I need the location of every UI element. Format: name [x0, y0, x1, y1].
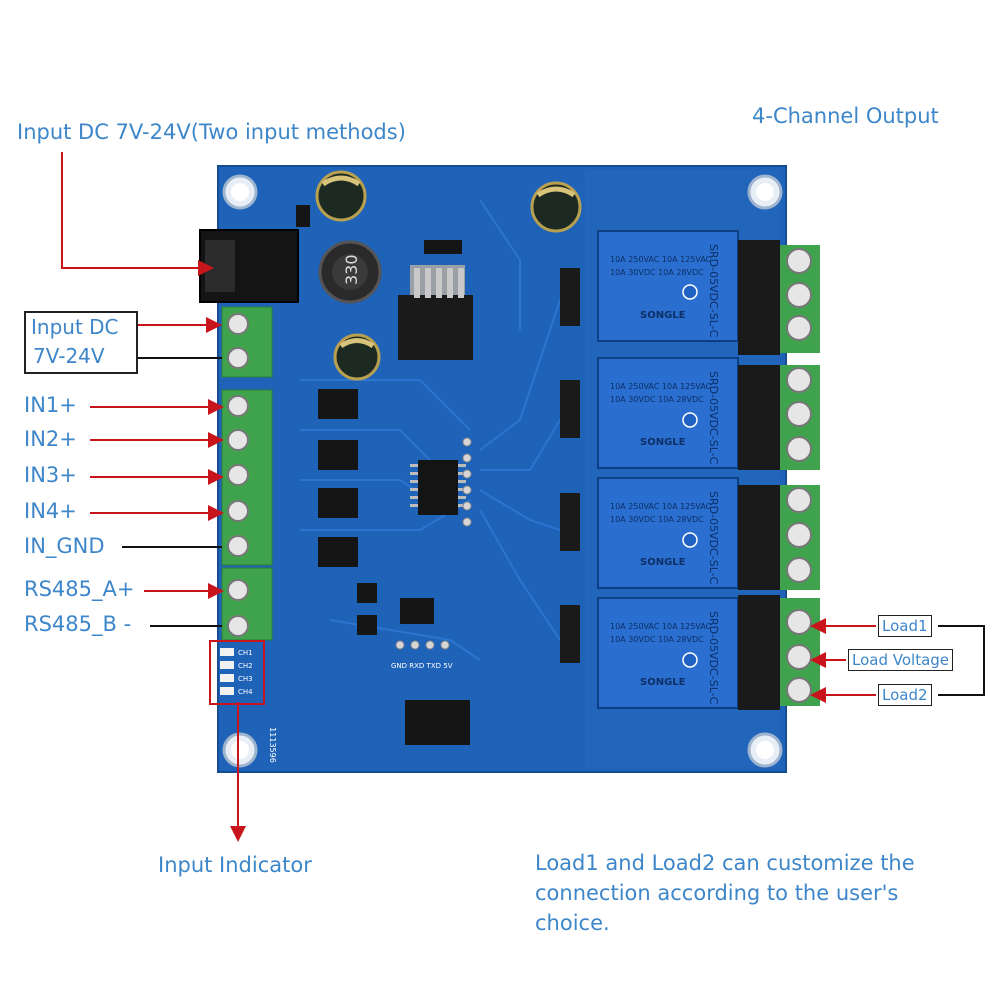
led-label-ch3: CH3 — [238, 675, 253, 683]
relay-4 — [597, 597, 739, 709]
relay-2-brand: SONGLE — [640, 437, 686, 448]
load-note-text: Load1 and Load2 can customize the connec… — [535, 851, 915, 935]
relay-3-brand: SONGLE — [640, 557, 686, 568]
input-dc-top-label: Input DC 7V-24V(Two input methods) — [17, 120, 406, 144]
inductor — [318, 240, 382, 304]
load2-label: Load2 — [878, 684, 932, 706]
relay-2-spec2: 10A 30VDC 10A 28VDC — [610, 395, 704, 404]
led-label-ch4: CH4 — [238, 688, 253, 696]
load-voltage-label: Load Voltage — [848, 649, 954, 671]
relay-3-spec1: 10A 250VAC 10A 125VAC — [610, 502, 712, 511]
relay-4-brand: SONGLE — [640, 677, 686, 688]
microcontroller-chip — [418, 460, 458, 515]
relay-4-spec1: 10A 250VAC 10A 125VAC — [610, 622, 712, 631]
in3-label: IN3+ — [24, 463, 77, 487]
in1-label: IN1+ — [24, 393, 77, 417]
capacitor-icon — [315, 170, 582, 381]
relay-3-model: SRD-05VDC-SL-C — [707, 491, 720, 585]
load1-label: Load1 — [878, 615, 932, 637]
input-indicator-leds — [220, 648, 234, 695]
annotation-arrows — [61, 152, 876, 842]
input-dc-box-line2: 7V-24V — [33, 344, 105, 368]
serial-header-label: GND RXD TXD 5V — [391, 662, 453, 670]
relay-1-spec1: 10A 250VAC 10A 125VAC — [610, 255, 712, 264]
relay-1-model: SRD-05VDC-SL-C — [707, 244, 720, 338]
relay-2 — [597, 357, 739, 469]
rs485-a-label: RS485_A+ — [24, 577, 135, 601]
rs485-b-label: RS485_B - — [24, 612, 132, 636]
in2-label: IN2+ — [24, 427, 77, 451]
relay-1 — [597, 230, 739, 342]
relay-1-brand: SONGLE — [640, 310, 686, 321]
relay-4-spec2: 10A 30VDC 10A 28VDC — [610, 635, 704, 644]
in4-label: IN4+ — [24, 499, 77, 523]
led-label-ch2: CH2 — [238, 662, 253, 670]
relay-1-spec2: 10A 30VDC 10A 28VDC — [610, 268, 704, 277]
mounting-hole-icon — [222, 174, 783, 768]
relay-2-model: SRD-05VDC-SL-C — [707, 371, 720, 465]
relay-4-model: SRD-05VDC-SL-C — [707, 611, 720, 705]
input-indicator-label: Input Indicator — [158, 853, 312, 877]
led-label-ch1: CH1 — [238, 649, 253, 657]
indicator-highlight-box — [209, 640, 265, 705]
board-id-label: 1113596 — [268, 727, 277, 763]
input-dc-box-line1: Input DC — [31, 315, 119, 339]
relay-3-spec2: 10A 30VDC 10A 28VDC — [610, 515, 704, 524]
input-terminal-blocks — [221, 306, 273, 641]
inductor-label: 330 — [342, 254, 361, 285]
relay-2-spec1: 10A 250VAC 10A 125VAC — [610, 382, 712, 391]
four-channel-output-label: 4-Channel Output — [752, 104, 939, 128]
relays — [597, 230, 739, 709]
input-dc-box: Input DC 7V-24V — [24, 311, 138, 374]
output-terminal-blocks — [738, 240, 820, 710]
in-gnd-label: IN_GND — [24, 534, 105, 558]
voltage-regulator — [398, 295, 473, 360]
relay-3 — [597, 477, 739, 589]
